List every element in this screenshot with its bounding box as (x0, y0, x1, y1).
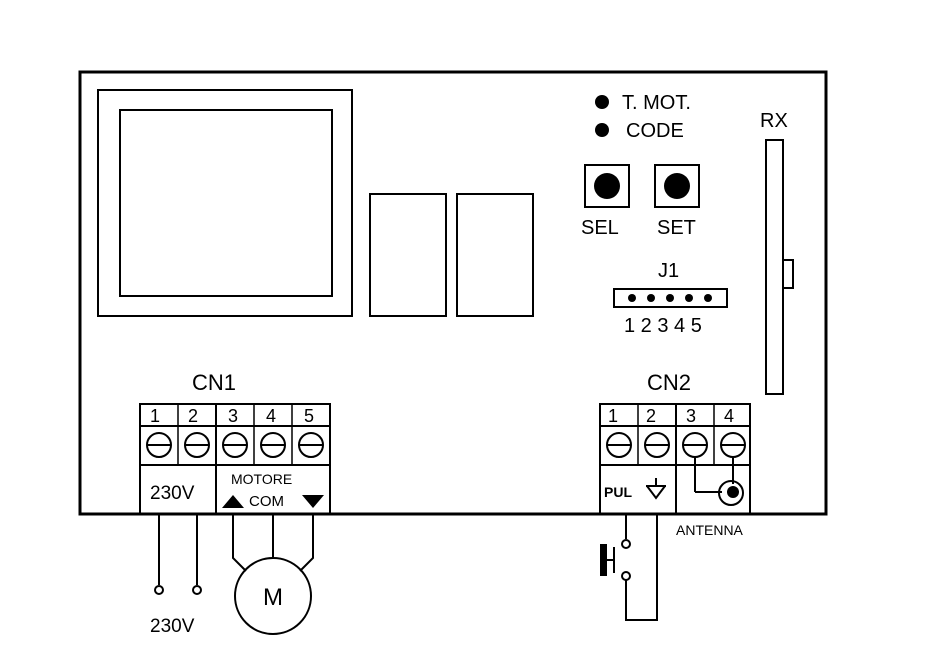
ground-symbol-icon (646, 478, 666, 498)
supply-wires (155, 514, 201, 594)
screw-terminal (223, 433, 247, 457)
motor-symbol-label: M (263, 584, 283, 611)
rx-module (766, 140, 783, 394)
antenna-label: ANTENNA (676, 522, 744, 538)
j1-pin (685, 294, 693, 302)
led-code (595, 123, 609, 137)
screw-terminal (185, 433, 209, 457)
cn1-pin-number: 4 (266, 406, 276, 426)
cn2-label: CN2 (647, 370, 691, 395)
transformer-outer (98, 90, 352, 316)
com-label: COM (249, 493, 284, 510)
j1-pin (647, 294, 655, 302)
screw-terminal (721, 433, 745, 457)
led-t-mot (595, 95, 609, 109)
cn1-pin-number: 5 (304, 406, 314, 426)
screw-terminal (683, 433, 707, 457)
rx-connector (783, 260, 793, 288)
pul-label: PUL (604, 484, 632, 500)
set-label: SET (657, 217, 696, 239)
cn2-pin-number: 1 (608, 406, 618, 426)
cn1-pin-number: 1 (150, 406, 160, 426)
j1-pin (704, 294, 712, 302)
motor-up-arrow-icon (222, 495, 244, 508)
cn2-pin-number: 3 (686, 406, 696, 426)
cn1-pin-number: 3 (228, 406, 238, 426)
screw-terminal (299, 433, 323, 457)
screw-terminal (261, 433, 285, 457)
led-t-mot-label: T. MOT. (622, 92, 691, 114)
push-button-icon (600, 544, 607, 576)
j1-pin (666, 294, 674, 302)
motor-wires (233, 514, 313, 634)
screw-terminal (607, 433, 631, 457)
rx-label: RX (760, 110, 788, 132)
cn1-pin-number: 2 (188, 406, 198, 426)
cn1-screws (147, 433, 323, 457)
cn1-voltage-label: 230V (150, 483, 195, 504)
set-button-dot (664, 173, 690, 199)
sel-label: SEL (581, 217, 619, 239)
screw-terminal (147, 433, 171, 457)
transformer-inner (120, 110, 332, 296)
relay-2 (457, 194, 533, 316)
cn2-pin-number: 4 (724, 406, 734, 426)
sel-button-dot (594, 173, 620, 199)
j1-pin-numbers: 1 2 3 4 5 (624, 315, 702, 337)
led-code-label: CODE (626, 120, 684, 142)
j1-label: J1 (658, 260, 679, 282)
motore-label: MOTORE (231, 471, 292, 487)
push-button-wiring (603, 514, 657, 620)
screw-terminal (645, 433, 669, 457)
relay-1 (370, 194, 446, 316)
cn1-label: CN1 (192, 370, 236, 395)
j1-pin (628, 294, 636, 302)
j1-pins (628, 294, 712, 302)
supply-voltage-label: 230V (150, 616, 195, 637)
motor-down-arrow-icon (302, 495, 324, 508)
cn2-pin-number: 2 (646, 406, 656, 426)
